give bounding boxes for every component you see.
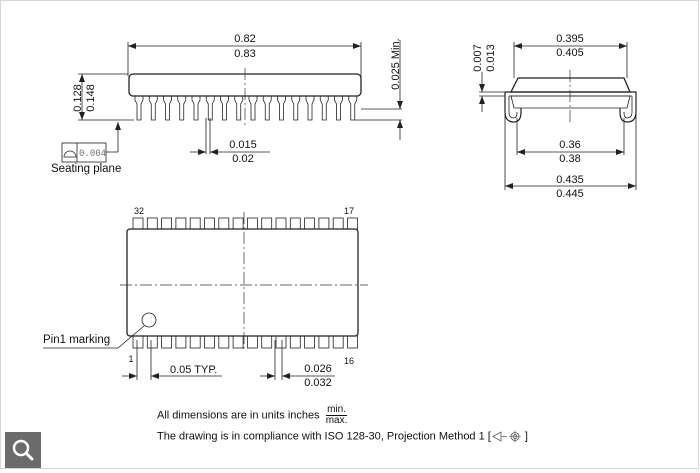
seating-plane-label: Seating plane [51,163,121,175]
bottom-body [126,228,359,337]
height-min: 0.128 [72,84,84,112]
bottom-view: 32 17 1 16 Pin1 marking 0.05 TYP. 0.026 … [43,206,368,389]
bottom-pins [132,217,358,349]
bottom-pad [289,335,301,349]
top-pad [304,217,316,230]
bottom-pad [132,335,144,349]
bottom-pad [232,335,244,349]
pin1-marker [141,312,157,328]
body-width-max: 0.405 [556,47,584,59]
lead-width-min: 0.015 [229,139,257,151]
top-pad [204,217,215,230]
standoff-dimension: 0.025 Min. [390,38,402,89]
top-pad [218,217,230,230]
side-pin [248,94,258,121]
side-pin [319,94,329,121]
top-pad [232,217,244,230]
pin-1-label: 1 [128,354,133,364]
units-max: max. [325,415,348,426]
side-pin [134,94,144,121]
compliance-note: The drawing is in compliance with ISO 12… [157,430,528,443]
end-leads [504,91,637,123]
magnifier-icon [12,439,34,461]
side-pins [134,94,358,121]
end-body [509,77,631,93]
top-pad [132,217,144,230]
bottom-pad [304,335,316,349]
top-pad [289,217,301,230]
top-pad [261,217,273,230]
side-view: 0.82 0.83 0.128 0.148 0.004 Seating plan… [51,33,403,175]
bottom-pad [161,335,173,349]
pin-17-label: 17 [344,206,354,216]
top-pad [189,217,201,230]
pad-width-min: 0.026 [304,363,332,375]
pad-width-max: 0.032 [304,377,332,389]
flatness-value: 0.004 [79,149,106,159]
units-fraction: min.max. [325,404,348,426]
inner-span-max: 0.38 [559,153,580,165]
pin1-leader [43,325,145,349]
side-pin [305,94,315,121]
bottom-pad [246,335,258,349]
bottom-pad [347,335,358,349]
top-pad [332,217,344,230]
bottom-pad [218,335,230,349]
bottom-pad [261,335,273,349]
bottom-pad [204,335,215,349]
lead-width-max: 0.02 [232,153,253,165]
lead-thickness-max: 0.013 [485,44,497,72]
top-pad [146,217,158,230]
units-note: All dimensions are in units inches min.m… [157,404,348,426]
height-max: 0.148 [85,84,97,112]
zoom-button[interactable] [5,432,41,468]
side-pin [291,94,301,121]
bottom-pad [189,335,201,349]
bottom-pad [275,335,287,349]
units-text: All dimensions are in units inches [157,409,320,422]
side-pin [220,94,229,121]
length-min: 0.82 [234,33,255,45]
compliance-text: The drawing is in compliance with ISO 12… [157,430,491,443]
top-pad [275,217,287,230]
top-pad [347,217,358,230]
bottom-pad [318,335,330,349]
pin-32-label: 32 [134,206,144,216]
body-width-min: 0.395 [556,33,584,45]
side-pin [334,94,343,121]
length-max: 0.83 [234,48,255,60]
top-pad [161,217,173,230]
bottom-pad [146,335,158,349]
side-pin [191,94,201,121]
side-pin [234,94,244,121]
side-pin [348,94,358,121]
units-min: min. [325,404,348,416]
pin-16-label: 16 [344,356,354,366]
top-pad [175,217,187,230]
side-pin [148,94,158,121]
compliance-close: ] [524,430,528,443]
end-view: 0.395 0.405 0.007 0.013 0.36 0.38 0.435 … [472,33,637,200]
flatness-symbol-icon [63,150,77,158]
flatness-frame [61,142,107,163]
side-pin [177,94,187,121]
side-pin [277,94,286,121]
first-angle-projection-icon [492,430,521,443]
side-pin [262,94,272,121]
inner-span-min: 0.36 [559,139,580,151]
outer-span-min: 0.435 [556,174,584,186]
outer-span-max: 0.445 [556,188,584,200]
bottom-pad [332,335,344,349]
top-pad [246,217,258,230]
side-pin [163,94,172,121]
lead-thickness-min: 0.007 [472,44,484,72]
pin1-marking-label: Pin1 marking [43,334,110,346]
side-pin [205,94,215,121]
pitch-dimension: 0.05 TYP. [170,364,217,376]
top-pad [318,217,330,230]
bottom-pad [175,335,187,349]
